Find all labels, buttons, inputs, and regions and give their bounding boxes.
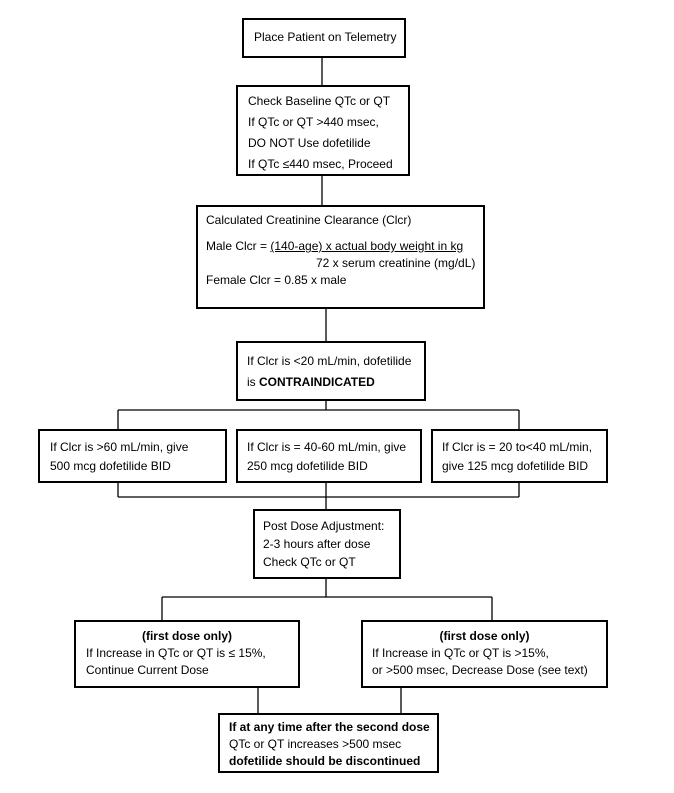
baseline-line-4: If QTc ≤440 msec, Proceed [248, 157, 393, 171]
dose-high-box: If Clcr is >60 mL/min, give 500 mcg dofe… [38, 429, 227, 483]
dose-mid-line-2: 250 mcg dofetilide BID [247, 459, 368, 473]
decrease-box: (first dose only) If Increase in QTc or … [361, 620, 608, 688]
baseline-line-2: If QTc or QT >440 msec, [248, 115, 379, 129]
baseline-line-1: Check Baseline QTc or QT [248, 94, 391, 108]
post-dose-line-1: Post Dose Adjustment: [263, 519, 385, 533]
dose-low-box: If Clcr is = 20 to<40 mL/min, give 125 m… [431, 429, 608, 483]
clearance-title: Calculated Creatinine Clearance (Clcr) [206, 213, 412, 227]
contraindication-line-2: is CONTRAINDICATED [247, 372, 424, 393]
clearance-box: Calculated Creatinine Clearance (Clcr) M… [196, 205, 485, 309]
male-formula-prefix: Male Clcr = [206, 239, 271, 253]
telemetry-text: Place Patient on Telemetry [254, 30, 397, 44]
decrease-line-2: or >500 msec, Decrease Dose (see text) [372, 663, 588, 677]
continue-box: (first dose only) If Increase in QTc or … [74, 620, 300, 688]
male-formula-numerator: (140-age) x actual body weight in kg [270, 239, 464, 253]
male-formula-denominator: 72 x serum creatinine (mg/dL) [316, 256, 476, 270]
contraindicated-label: CONTRAINDICATED [259, 375, 375, 389]
female-formula: Female Clcr = 0.85 x male [206, 273, 347, 287]
contraindication-box: If Clcr is <20 mL/min, dofetilide is CON… [236, 341, 426, 401]
dose-mid-box: If Clcr is = 40-60 mL/min, give 250 mcg … [236, 429, 422, 483]
continue-heading: (first dose only) [141, 629, 232, 643]
telemetry-box: Place Patient on Telemetry [242, 18, 406, 58]
discontinue-line-2: QTc or QT increases >500 msec [229, 737, 402, 751]
discontinue-box: If at any time after the second dose QTc… [218, 713, 439, 773]
decrease-line-1: If Increase in QTc or QT is >15%, [372, 646, 549, 660]
continue-line-2: Continue Current Dose [86, 663, 209, 677]
baseline-box: Check Baseline QTc or QT If QTc or QT >4… [236, 85, 410, 176]
dose-low-line-1: If Clcr is = 20 to<40 mL/min, [442, 440, 593, 454]
continue-line-1: If Increase in QTc or QT is ≤ 15%, [86, 646, 266, 660]
discontinue-line-1: If at any time after the second dose [229, 720, 430, 734]
post-dose-line-2: 2-3 hours after dose [263, 537, 371, 551]
male-formula: Male Clcr = (140-age) x actual body weig… [206, 238, 483, 255]
dose-high-line-1: If Clcr is >60 mL/min, give [50, 440, 189, 454]
discontinue-line-3: dofetilide should be discontinued [229, 754, 421, 768]
decrease-heading: (first dose only) [439, 629, 530, 643]
dose-low-line-2: give 125 mcg dofetilide BID [442, 459, 589, 473]
dose-mid-line-1: If Clcr is = 40-60 mL/min, give [247, 440, 407, 454]
contraindication-prefix: is [247, 375, 259, 389]
baseline-line-3: DO NOT Use dofetilide [248, 136, 371, 150]
dose-high-line-2: 500 mcg dofetilide BID [50, 459, 171, 473]
post-dose-box: Post Dose Adjustment: 2-3 hours after do… [253, 509, 401, 579]
post-dose-line-3: Check QTc or QT [263, 555, 356, 569]
contraindication-line-1: If Clcr is <20 mL/min, dofetilide [247, 354, 412, 368]
